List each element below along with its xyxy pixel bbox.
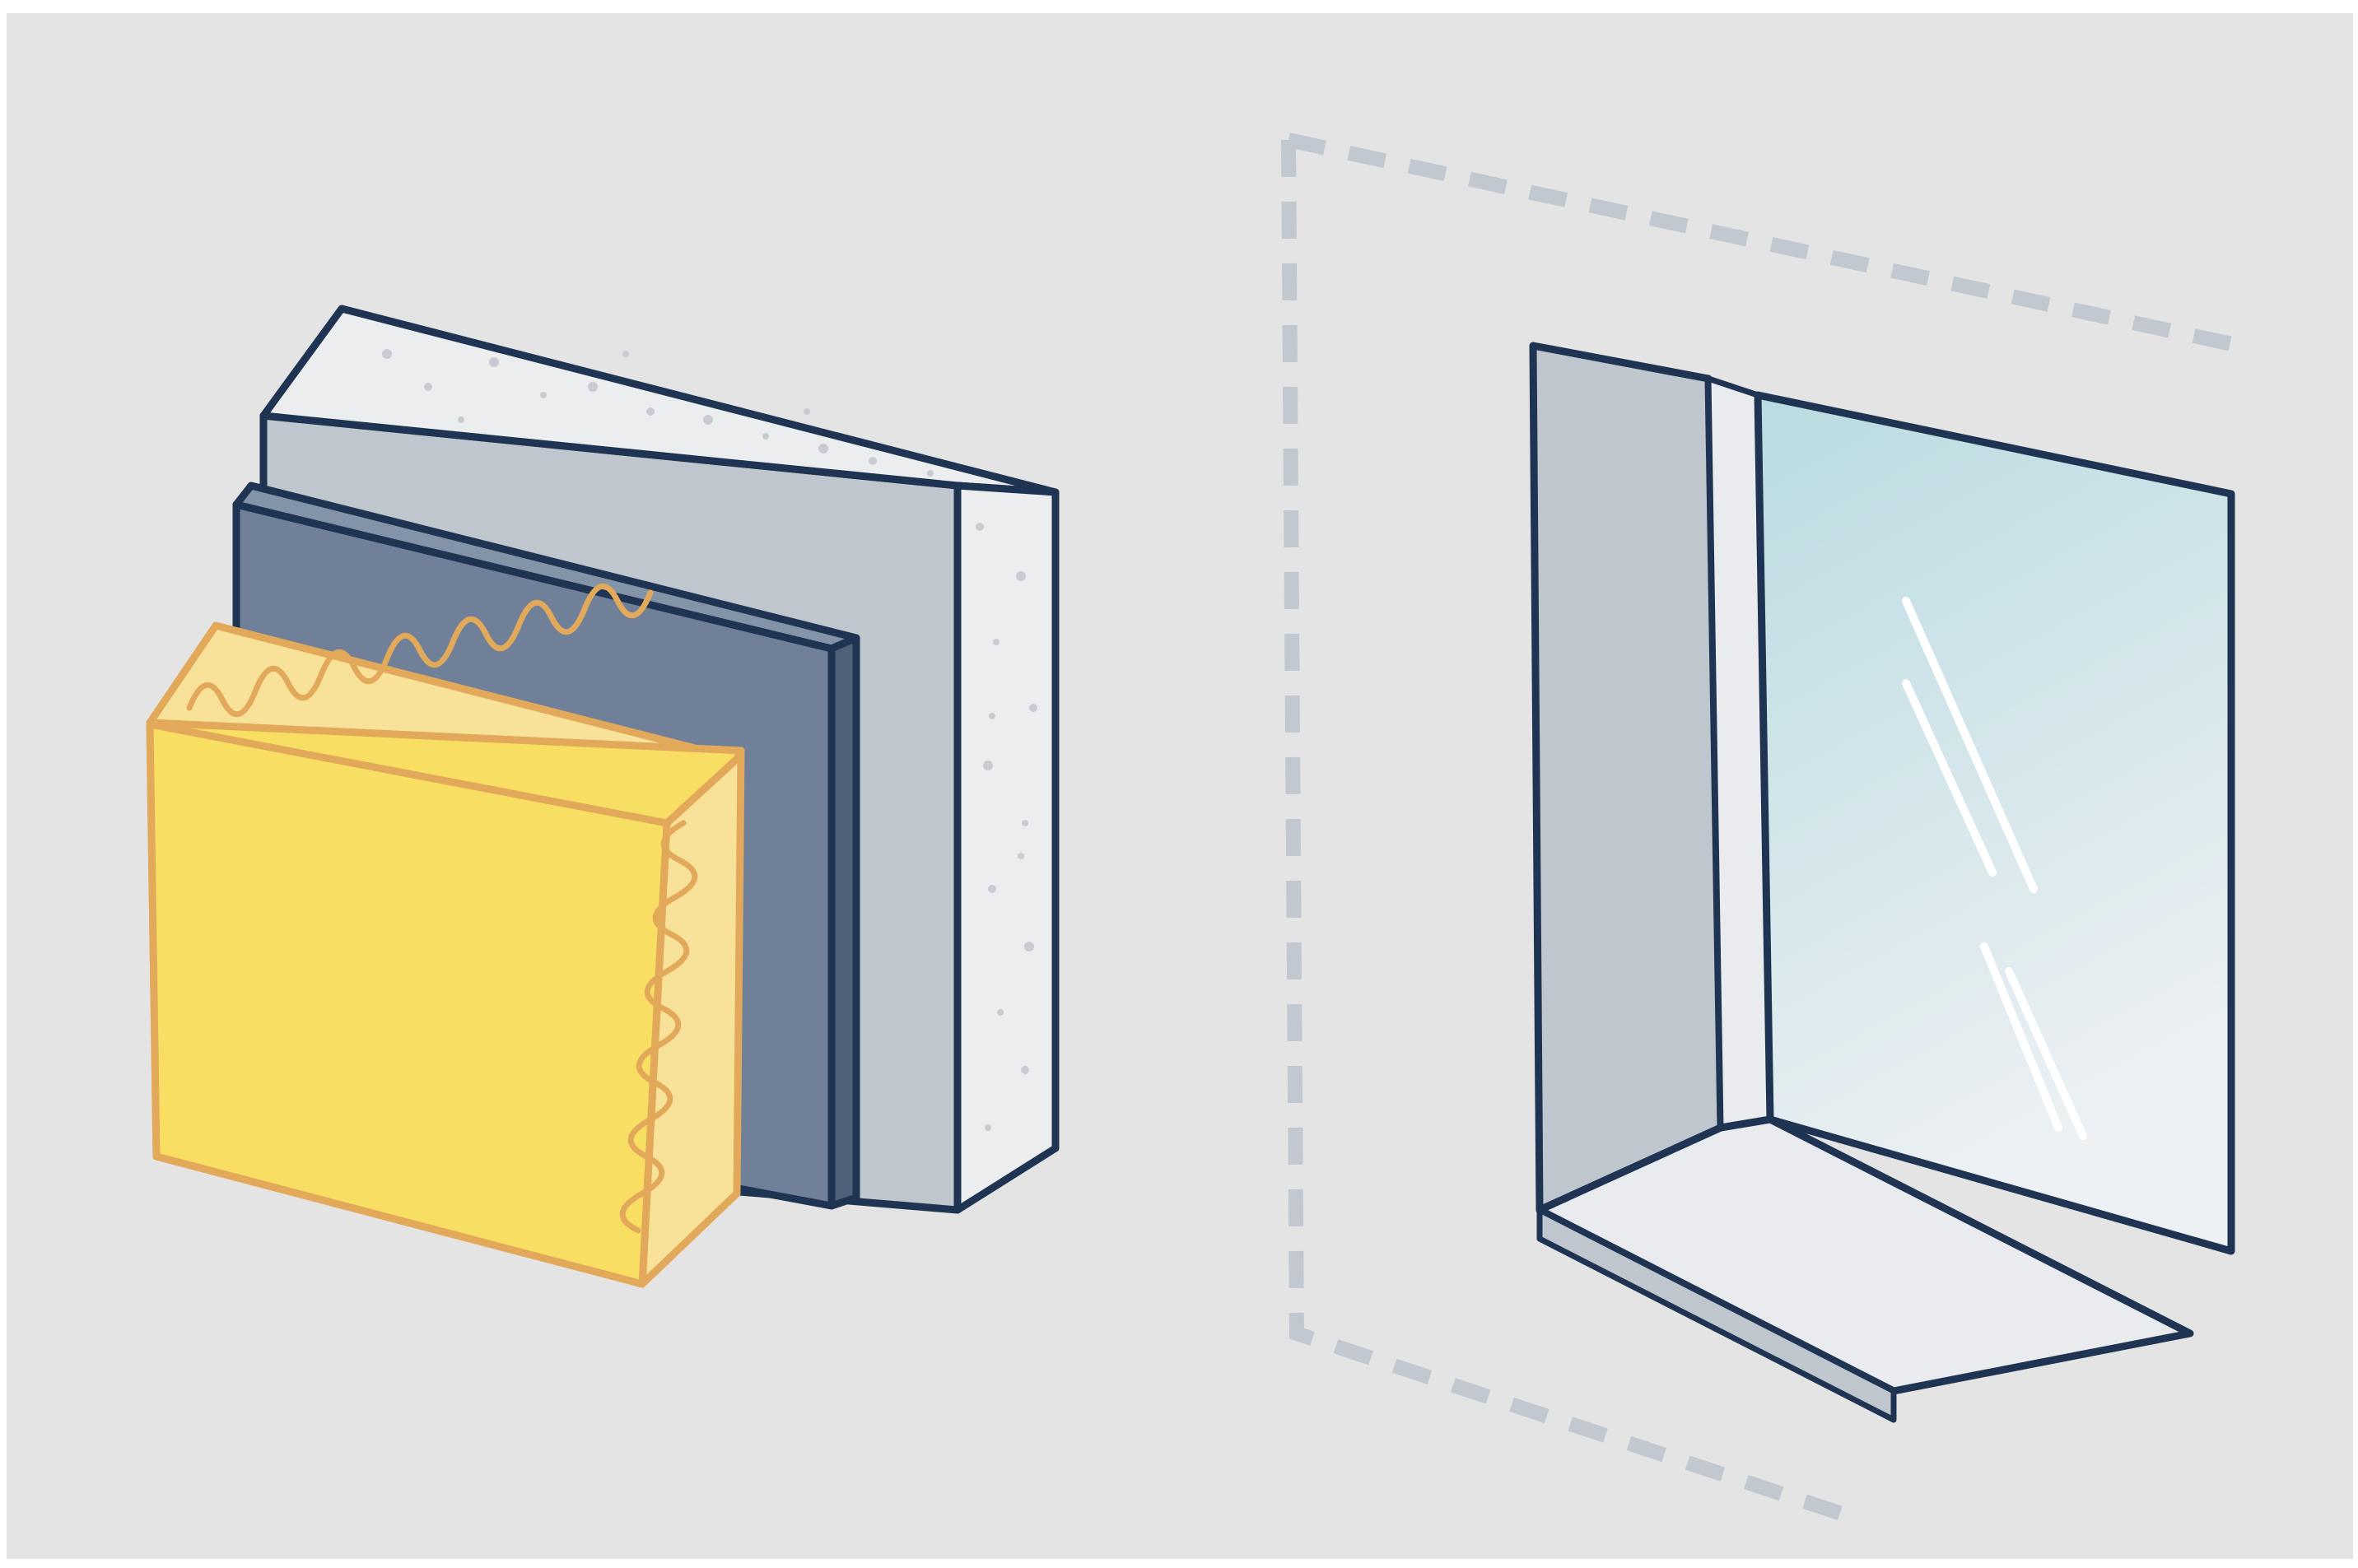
speckles [382, 349, 1037, 1131]
glass-glare [1902, 597, 2087, 1140]
window-reveal-icon [1281, 133, 2241, 1522]
insulation-front-face [146, 720, 671, 1288]
insulation-fiber-waves [186, 583, 698, 1234]
slate-board-side [827, 634, 860, 1210]
insulation-layers-icon [146, 305, 1060, 1288]
window-glass [1754, 391, 2235, 1255]
dashed-wall-outline [1281, 133, 2241, 1522]
speckled-board-side [953, 482, 1060, 1214]
window-sill-edge [1536, 1207, 1897, 1423]
window-reveal-wall [1529, 342, 1725, 1214]
